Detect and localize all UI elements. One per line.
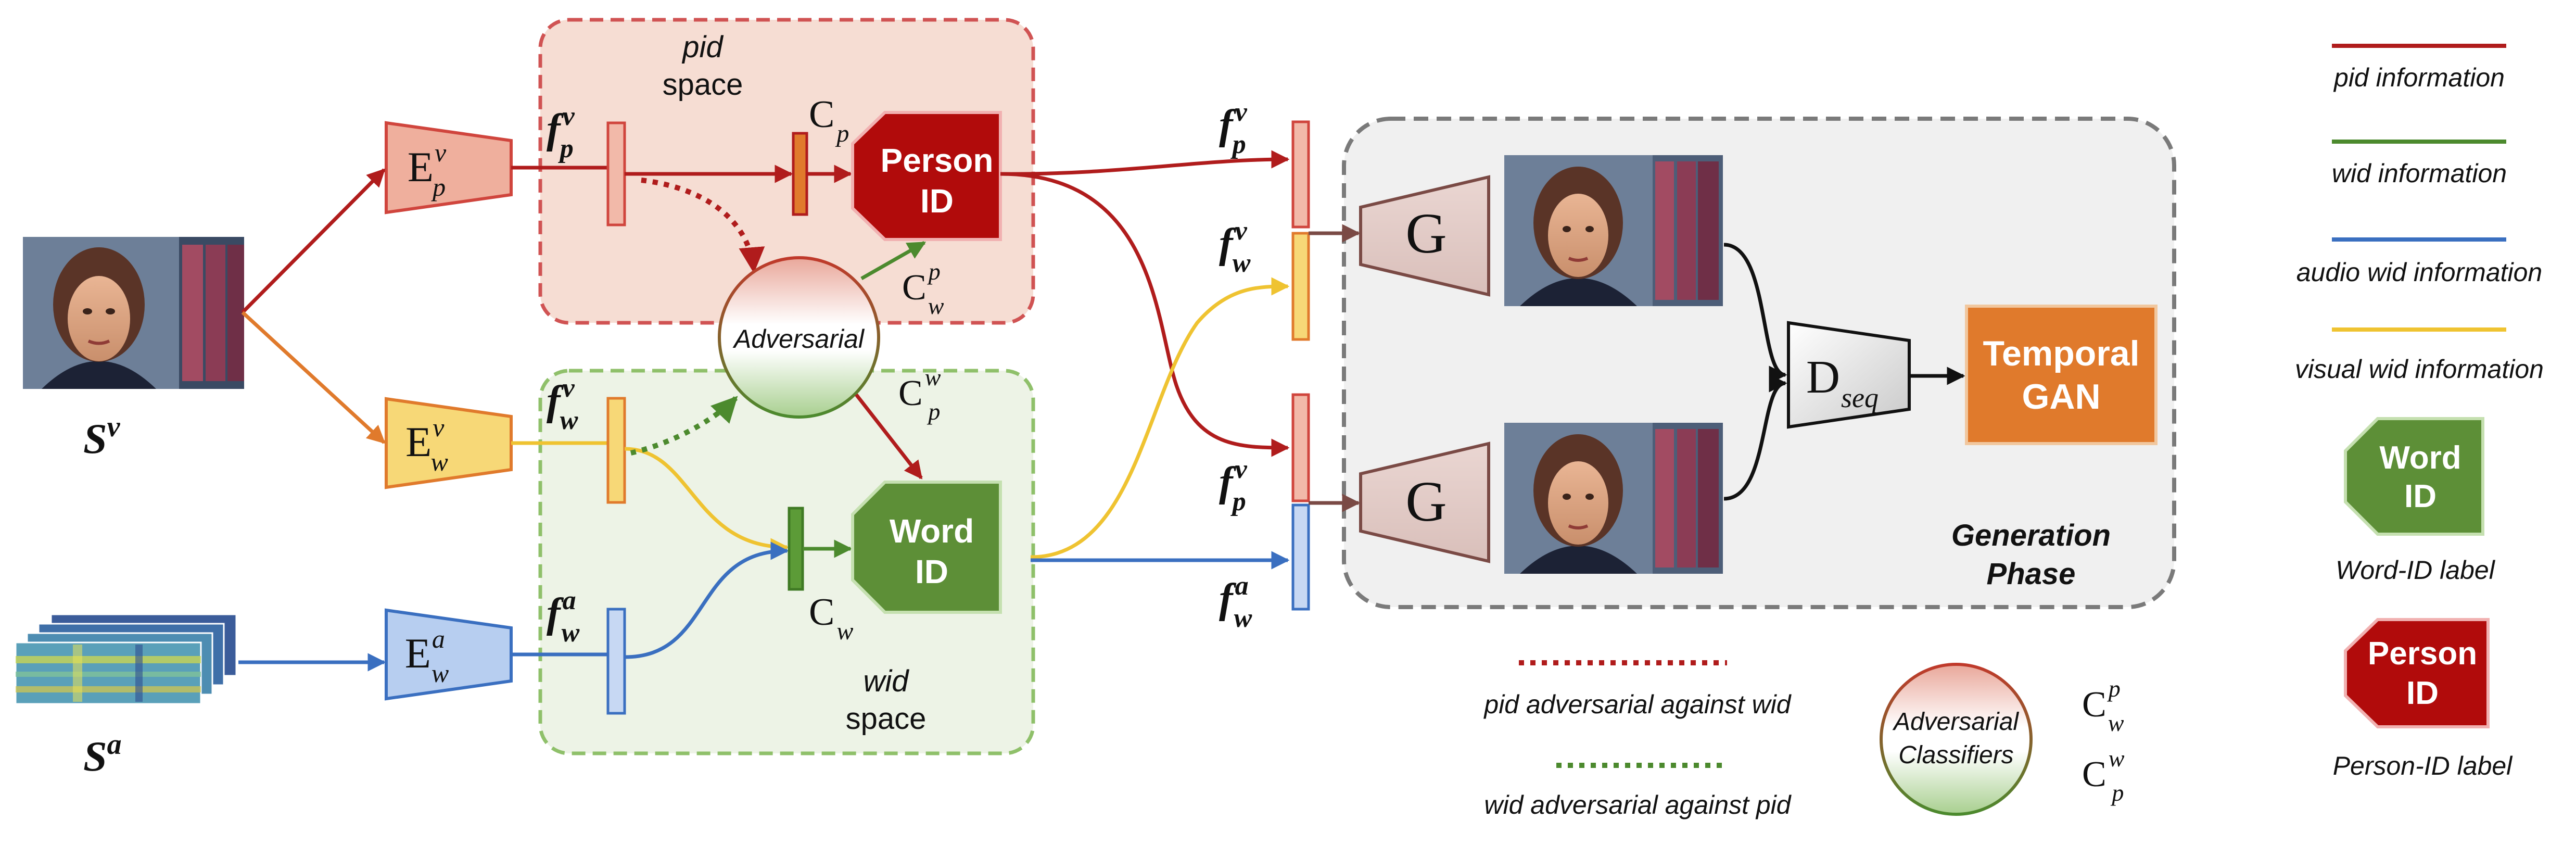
svg-text:Temporal: Temporal (1983, 334, 2139, 373)
feature-bar-pid-visual (606, 121, 626, 226)
svg-text:Adversarial: Adversarial (1892, 708, 2019, 736)
legend-wid-adv-text: wid adversarial against pid (1484, 790, 1792, 819)
gen-feature-bar-fwa-bottom (1291, 503, 1310, 611)
legend-person-id-badge: Person ID (2344, 618, 2490, 728)
wid-space-label: wid (863, 664, 909, 698)
arrow-fwa-to-cw (624, 541, 789, 659)
arrow-pid-to-top-fpv (1000, 150, 1290, 176)
svg-text:Word: Word (890, 512, 974, 550)
arrow-adv-to-wordid (855, 393, 923, 480)
svg-text:G: G (1405, 201, 1446, 265)
gen-feature-bar-fpv-top (1291, 120, 1310, 229)
arrow-adv-to-personid (860, 241, 927, 281)
feature-bar-wid-audio (606, 608, 626, 715)
generated-frames-bottom (1504, 423, 1723, 574)
generator-top: G (1359, 175, 1490, 297)
person-id-node: Person ID (851, 111, 1002, 241)
legend-word-id-badge: Word ID (2344, 417, 2484, 536)
svg-text:ID: ID (2404, 478, 2437, 514)
svg-text:ID: ID (915, 553, 948, 590)
legend-audio-text: audio wid information (2296, 258, 2543, 287)
visual-input-frames (23, 237, 244, 389)
temporal-gan-node: Temporal GAN (1965, 305, 2158, 445)
generation-phase-label: Generation (1951, 519, 2111, 552)
arrow-top-to-d (1723, 243, 1787, 384)
gen-feature-bar-fpv-bottom (1291, 393, 1310, 502)
classifier-label-cw: Cw (809, 591, 853, 645)
svg-text:ID: ID (2406, 675, 2439, 711)
classifier-bar-cp (792, 132, 808, 216)
svg-text:Adversarial: Adversarial (732, 324, 865, 354)
adversarial-node: Adversarial (718, 256, 880, 419)
pid-space-label: pid (681, 30, 724, 64)
classifier-label-cp: Cp (809, 93, 849, 147)
arrow-input-to-epv (241, 168, 386, 314)
visual-input-label: Sv (83, 411, 121, 462)
svg-text:G: G (1405, 470, 1446, 533)
svg-text:Classifiers: Classifiers (1898, 741, 2013, 769)
svg-text:Dseq: Dseq (1806, 351, 1879, 413)
arrow-fwv-to-cw (624, 447, 789, 557)
svg-text:GAN: GAN (2022, 377, 2100, 417)
svg-text:Evw: Evw (405, 413, 448, 476)
svg-text:ID: ID (920, 182, 954, 220)
generation-phase-label-2: Phase (1987, 557, 2076, 591)
classifier-bar-cw (788, 507, 804, 591)
feature-bar-wid-visual (606, 397, 626, 504)
legend-person-id-label: Person-ID label (2333, 751, 2513, 780)
arrow-pid-to-bottom-fpv (1000, 172, 1290, 457)
discriminator-seq: Dseq (1787, 321, 1911, 429)
legend-pid-adv-text: pid adversarial against wid (1483, 690, 1792, 719)
arrow-wid-to-top-fwv (1030, 277, 1290, 559)
svg-text:Evp: Evp (408, 138, 447, 201)
audio-input-label: Sa (83, 728, 122, 780)
legend-pid-text: pid information (2333, 63, 2505, 92)
svg-text:Person: Person (2368, 636, 2477, 672)
arrow-bottom-to-d (1723, 374, 1787, 501)
svg-text:Person: Person (881, 142, 994, 179)
wid-space-label-2: space (846, 702, 927, 736)
legend-word-id-label: Word-ID label (2336, 556, 2496, 585)
svg-text:Word: Word (2379, 440, 2461, 476)
legend-visual-text: visual wid information (2295, 355, 2544, 384)
generated-frames-top (1504, 155, 1723, 306)
word-id-node: Word ID (851, 481, 1002, 614)
gen-feature-bar-fwv-top (1291, 232, 1310, 341)
pid-space-label-2: space (663, 68, 743, 102)
adv-dotted-pid (641, 178, 765, 273)
legend-wid-text: wid information (2332, 159, 2507, 188)
legend-adversarial-classifiers: Adversarial Classifiers (1880, 663, 2033, 816)
generator-bottom: G (1359, 442, 1490, 563)
svg-text:Eaw: Eaw (405, 624, 449, 688)
audio-spectrogram (15, 613, 237, 705)
arrow-input-to-ewv (241, 311, 386, 444)
